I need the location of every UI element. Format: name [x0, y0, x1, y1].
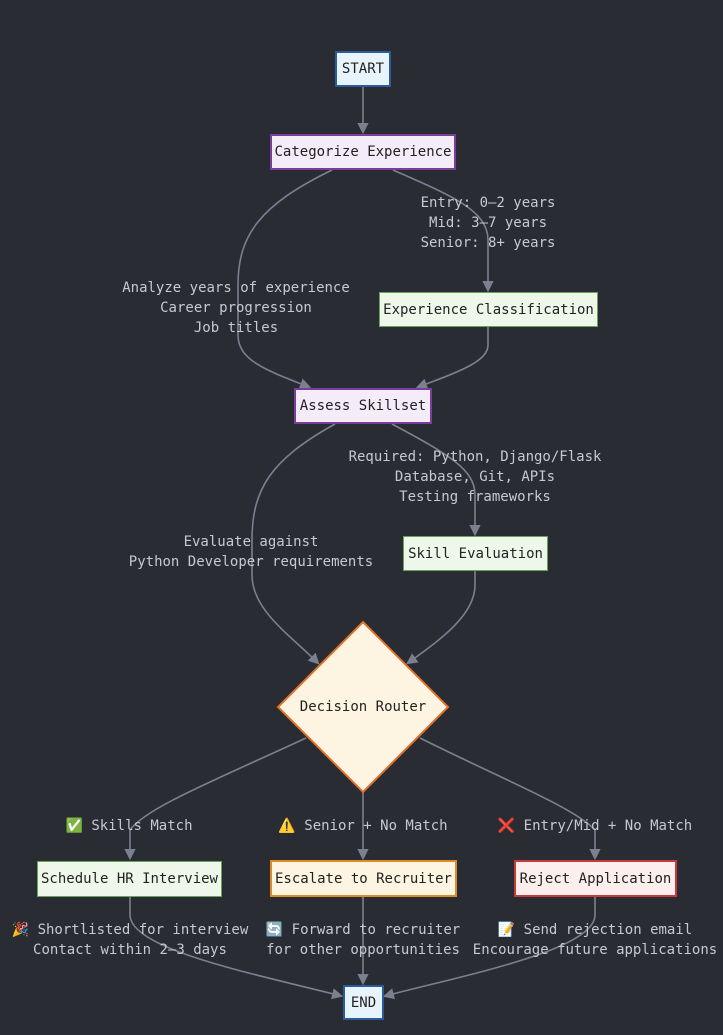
end-label: END — [350, 994, 377, 1011]
experience-classification-label: Experience Classification — [383, 301, 594, 318]
edge-classification-assess — [415, 327, 489, 390]
edge-skilleval-router — [406, 571, 476, 665]
reject-application-label: Reject Application — [519, 870, 672, 887]
edge-label-line: Mid: 3–7 years — [428, 215, 548, 231]
experience-classification-node: Experience Classification — [379, 292, 598, 327]
edge-label-shortlisted: 🎉 Shortlisted for interview Contact with… — [12, 920, 249, 960]
edge-categorize-assess — [237, 169, 333, 389]
edge-label-rejection: 📝 Send rejection email Encourage future … — [473, 920, 717, 960]
escalate-to-recruiter-node: Escalate to Recruiter — [270, 860, 457, 897]
edge-label-entry-no-match: ❌ Entry/Mid + No Match — [498, 816, 692, 836]
edge-label-line: Senior: 8+ years — [420, 235, 556, 251]
edge-label-line: Encourage future applications — [472, 942, 718, 958]
decision-router-label: Decision Router — [299, 699, 427, 715]
edge-label-line: 🎉 Shortlisted for interview — [11, 922, 249, 938]
edge-label-line: 🔄 Forward to recruiter — [265, 922, 461, 938]
edge-label-line: Job titles — [193, 320, 279, 336]
edge-schedule-end — [129, 897, 344, 1000]
categorize-experience-label: Categorize Experience — [274, 144, 452, 160]
edge-label-line: Testing frameworks — [399, 489, 551, 505]
reject-application-node: Reject Application — [514, 860, 677, 897]
start-node: START — [335, 51, 391, 87]
edge-label-line: ❌ Entry/Mid + No Match — [497, 818, 693, 834]
edge-router-schedule — [124, 737, 307, 861]
edge-reject-end — [382, 897, 596, 1000]
escalate-to-recruiter-label: Escalate to Recruiter — [274, 870, 452, 887]
edge-label-line: for other opportunities — [266, 942, 460, 958]
schedule-hr-interview-node: Schedule HR Interview — [37, 861, 222, 897]
edge-categorize-classification — [392, 169, 494, 293]
edge-label-senior-no-match: ⚠️ Senior + No Match — [278, 816, 447, 836]
edge-label-line: Database, Git, APIs — [394, 469, 556, 485]
edge-label-analyze: Analyze years of experience Career progr… — [122, 278, 350, 338]
decision-router-diamond — [276, 620, 450, 794]
assess-skillset-label: Assess Skillset — [299, 398, 427, 414]
edge-label-skills-match: ✅ Skills Match — [65, 816, 192, 836]
edge-label-line: 📝 Send rejection email — [497, 922, 693, 938]
edge-label-forward: 🔄 Forward to recruiter for other opportu… — [266, 920, 460, 960]
edge-label-line: Contact within 2–3 days — [33, 942, 227, 958]
edge-label-line: Required: Python, Django/Flask — [348, 449, 602, 465]
edge-label-required: Required: Python, Django/Flask Database,… — [349, 447, 602, 507]
start-label: START — [341, 61, 385, 77]
categorize-experience-node: Categorize Experience — [270, 134, 456, 170]
skill-evaluation-label: Skill Evaluation — [408, 545, 543, 562]
edge-label-line: Evaluate against — [183, 534, 319, 550]
assess-skillset-node: Assess Skillset — [294, 388, 432, 424]
edge-label-line: Analyze years of experience — [122, 280, 350, 296]
schedule-hr-interview-label: Schedule HR Interview — [40, 871, 218, 887]
edge-label-evaluate: Evaluate against Python Developer requir… — [129, 532, 373, 572]
edge-label-levels: Entry: 0–2 years Mid: 3–7 years Senior: … — [421, 193, 556, 253]
edge-router-reject — [419, 737, 601, 861]
skill-evaluation-node: Skill Evaluation — [403, 536, 548, 571]
edge-label-line: Career progression — [160, 300, 312, 316]
edge-label-line: Python Developer requirements — [128, 554, 374, 570]
edge-label-line: ⚠️ Senior + No Match — [278, 818, 448, 834]
end-node: END — [343, 985, 384, 1020]
edge-label-line: ✅ Skills Match — [65, 818, 193, 834]
edge-label-line: Entry: 0–2 years — [420, 195, 556, 211]
edge-assess-skilleval — [391, 423, 481, 537]
edge-assess-router — [251, 423, 336, 665]
